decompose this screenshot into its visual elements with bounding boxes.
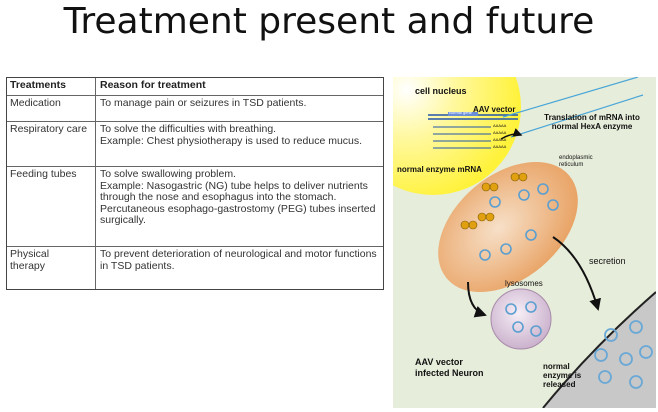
to-lysosome-arrow xyxy=(467,281,487,318)
reason-line: Example: Nasogastric (NG) tube helps to … xyxy=(100,179,376,226)
header-reason: Reason for treatment xyxy=(100,79,206,91)
label-infected-neuron: AAV vector infected Neuron xyxy=(415,357,484,378)
normal-gene-segment xyxy=(448,112,478,116)
label-polya-tail: AAAAA xyxy=(493,130,507,135)
reason-cell: To solve the difficulties with breathing… xyxy=(100,123,380,147)
label-translation: Translation of mRNA into normal HexA enz… xyxy=(544,113,640,131)
translation-arrow xyxy=(500,128,523,140)
mrna-strand-diagonal xyxy=(510,94,644,138)
header-treatments: Treatments xyxy=(10,79,67,91)
label-polya-tail: AAAAA xyxy=(493,123,507,128)
cell-membrane xyxy=(542,291,656,408)
lysosome-enzymes xyxy=(505,301,542,337)
reason-cell: To solve swallowing problem. Example: Na… xyxy=(100,168,380,227)
label-normal-enzyme-mrna: normal enzyme mRNA xyxy=(397,165,482,174)
label-lysosomes: lysosomes xyxy=(505,279,543,288)
treatment-cell: Medication xyxy=(10,97,61,109)
gene-therapy-diagram: cell nucleus AAV vector Normal gene AAAA… xyxy=(393,77,656,408)
reason-line: To manage pain or seizures in TSD patien… xyxy=(100,97,307,109)
table-column-divider xyxy=(95,78,96,289)
label-aav-vector: AAV vector xyxy=(473,105,516,114)
label-cell-nucleus: cell nucleus xyxy=(415,86,467,96)
label-normal-gene: Normal gene xyxy=(449,110,472,115)
reason-line: Example: Chest physiotherapy is used to … xyxy=(100,134,363,147)
treatment-cell: Feeding tubes xyxy=(10,168,77,180)
enzyme-molecules xyxy=(479,183,559,261)
mrna-strand-diagonal xyxy=(502,77,639,118)
released-enzymes xyxy=(594,320,653,389)
table-row: Respiratory care To solve the difficulti… xyxy=(7,122,383,167)
reason-cell: To prevent deterioration of neurological… xyxy=(100,248,380,272)
treatment-cell: Respiratory care xyxy=(10,123,88,135)
table-row: Medication To manage pain or seizures in… xyxy=(7,96,383,122)
label-enzyme-released: normal enzyme is released xyxy=(543,362,582,389)
treatment-table: Treatments Reason for treatment Medicati… xyxy=(6,77,384,290)
lysosome xyxy=(490,288,552,350)
reason-line: To prevent deterioration of neurological… xyxy=(100,248,377,272)
table-header-row: Treatments Reason for treatment xyxy=(7,78,383,96)
reason-line: To solve the difficulties with breathing… xyxy=(100,123,277,135)
reason-cell: To manage pain or seizures in TSD patien… xyxy=(100,97,380,110)
label-polya-tail: AAAAA xyxy=(493,144,507,149)
ribosomes xyxy=(460,172,528,230)
label-endoplasmic-reticulum: endoplasmic reticulum xyxy=(559,155,593,168)
table-row: Physical therapy To prevent deterioratio… xyxy=(7,247,383,290)
secretion-arrow xyxy=(552,236,601,311)
label-secretion: secretion xyxy=(589,256,626,266)
reason-line: To solve swallowing problem. xyxy=(100,168,236,180)
treatment-cell: Physical therapy xyxy=(10,248,50,272)
diagram-illustration xyxy=(393,77,656,408)
table-row: Feeding tubes To solve swallowing proble… xyxy=(7,167,383,247)
label-polya-tail: AAAAA xyxy=(493,137,507,142)
cell-nucleus xyxy=(393,77,521,195)
slide-title: Treatment present and future xyxy=(63,1,595,42)
